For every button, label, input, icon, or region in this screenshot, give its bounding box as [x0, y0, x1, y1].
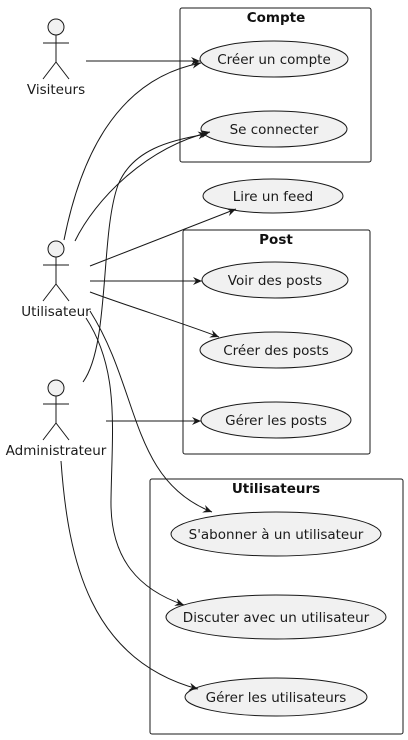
use-case-abonner[interactable]: S'abonner à un utilisateur [170, 511, 382, 557]
use-case-label: Lire un feed [233, 189, 313, 205]
package-title-post: Post [259, 232, 293, 248]
use-case-creer-compte[interactable]: Créer un compte [199, 40, 349, 78]
association-utilisateur-creer-compte [63, 60, 202, 241]
actor-administrateur[interactable]: Administrateur [6, 379, 107, 459]
package-title-compte: Compte [247, 10, 306, 26]
association-utilisateur-creer-posts [89, 291, 220, 338]
association-utilisateur-discuter [85, 317, 185, 606]
use-case-label: Gérer les posts [225, 413, 327, 429]
use-case-label: S'abonner à un utilisateur [189, 527, 364, 543]
actor-utilisateur[interactable]: Utilisateur [21, 240, 91, 320]
actor-label: Utilisateur [21, 304, 91, 320]
use-case-label: Créer des posts [223, 343, 329, 359]
use-case-gerer-utilisateurs[interactable]: Gérer les utilisateurs [184, 677, 368, 717]
association-utilisateur-se-connecter [74, 130, 211, 242]
actor-label: Visiteurs [27, 82, 85, 98]
actor-visiteurs[interactable]: Visiteurs [27, 18, 85, 98]
use-case-gerer-posts[interactable]: Gérer les posts [200, 401, 352, 439]
association-administrateur-gerer-utilisateurs [60, 460, 199, 691]
use-case-label: Se connecter [230, 122, 319, 138]
stick-figure-icon [42, 379, 70, 441]
package-post: Post [182, 229, 371, 455]
actor-label: Administrateur [6, 443, 107, 459]
association-administrateur-se-connecter [82, 131, 208, 383]
use-case-creer-posts[interactable]: Créer des posts [199, 331, 353, 369]
association-utilisateur-lire-feed [89, 208, 237, 267]
stick-figure-icon [42, 18, 70, 80]
package-compte: Compte [179, 7, 372, 163]
use-case-discuter[interactable]: Discuter avec un utilisateur [165, 594, 387, 640]
use-case-label: Voir des posts [228, 273, 322, 289]
use-case-voir-posts[interactable]: Voir des posts [201, 261, 349, 299]
package-title-utilisateurs: Utilisateurs [232, 481, 320, 497]
package-utilisateurs: Utilisateurs [149, 478, 404, 735]
use-case-label: Gérer les utilisateurs [206, 690, 347, 706]
use-case-label: Créer un compte [217, 52, 331, 68]
use-case-label: Discuter avec un utilisateur [183, 610, 370, 626]
use-case-se-connecter[interactable]: Se connecter [200, 110, 348, 148]
use-case-lire-feed[interactable]: Lire un feed [202, 178, 344, 214]
stick-figure-icon [42, 240, 70, 302]
association-utilisateur-abonner [89, 310, 213, 513]
